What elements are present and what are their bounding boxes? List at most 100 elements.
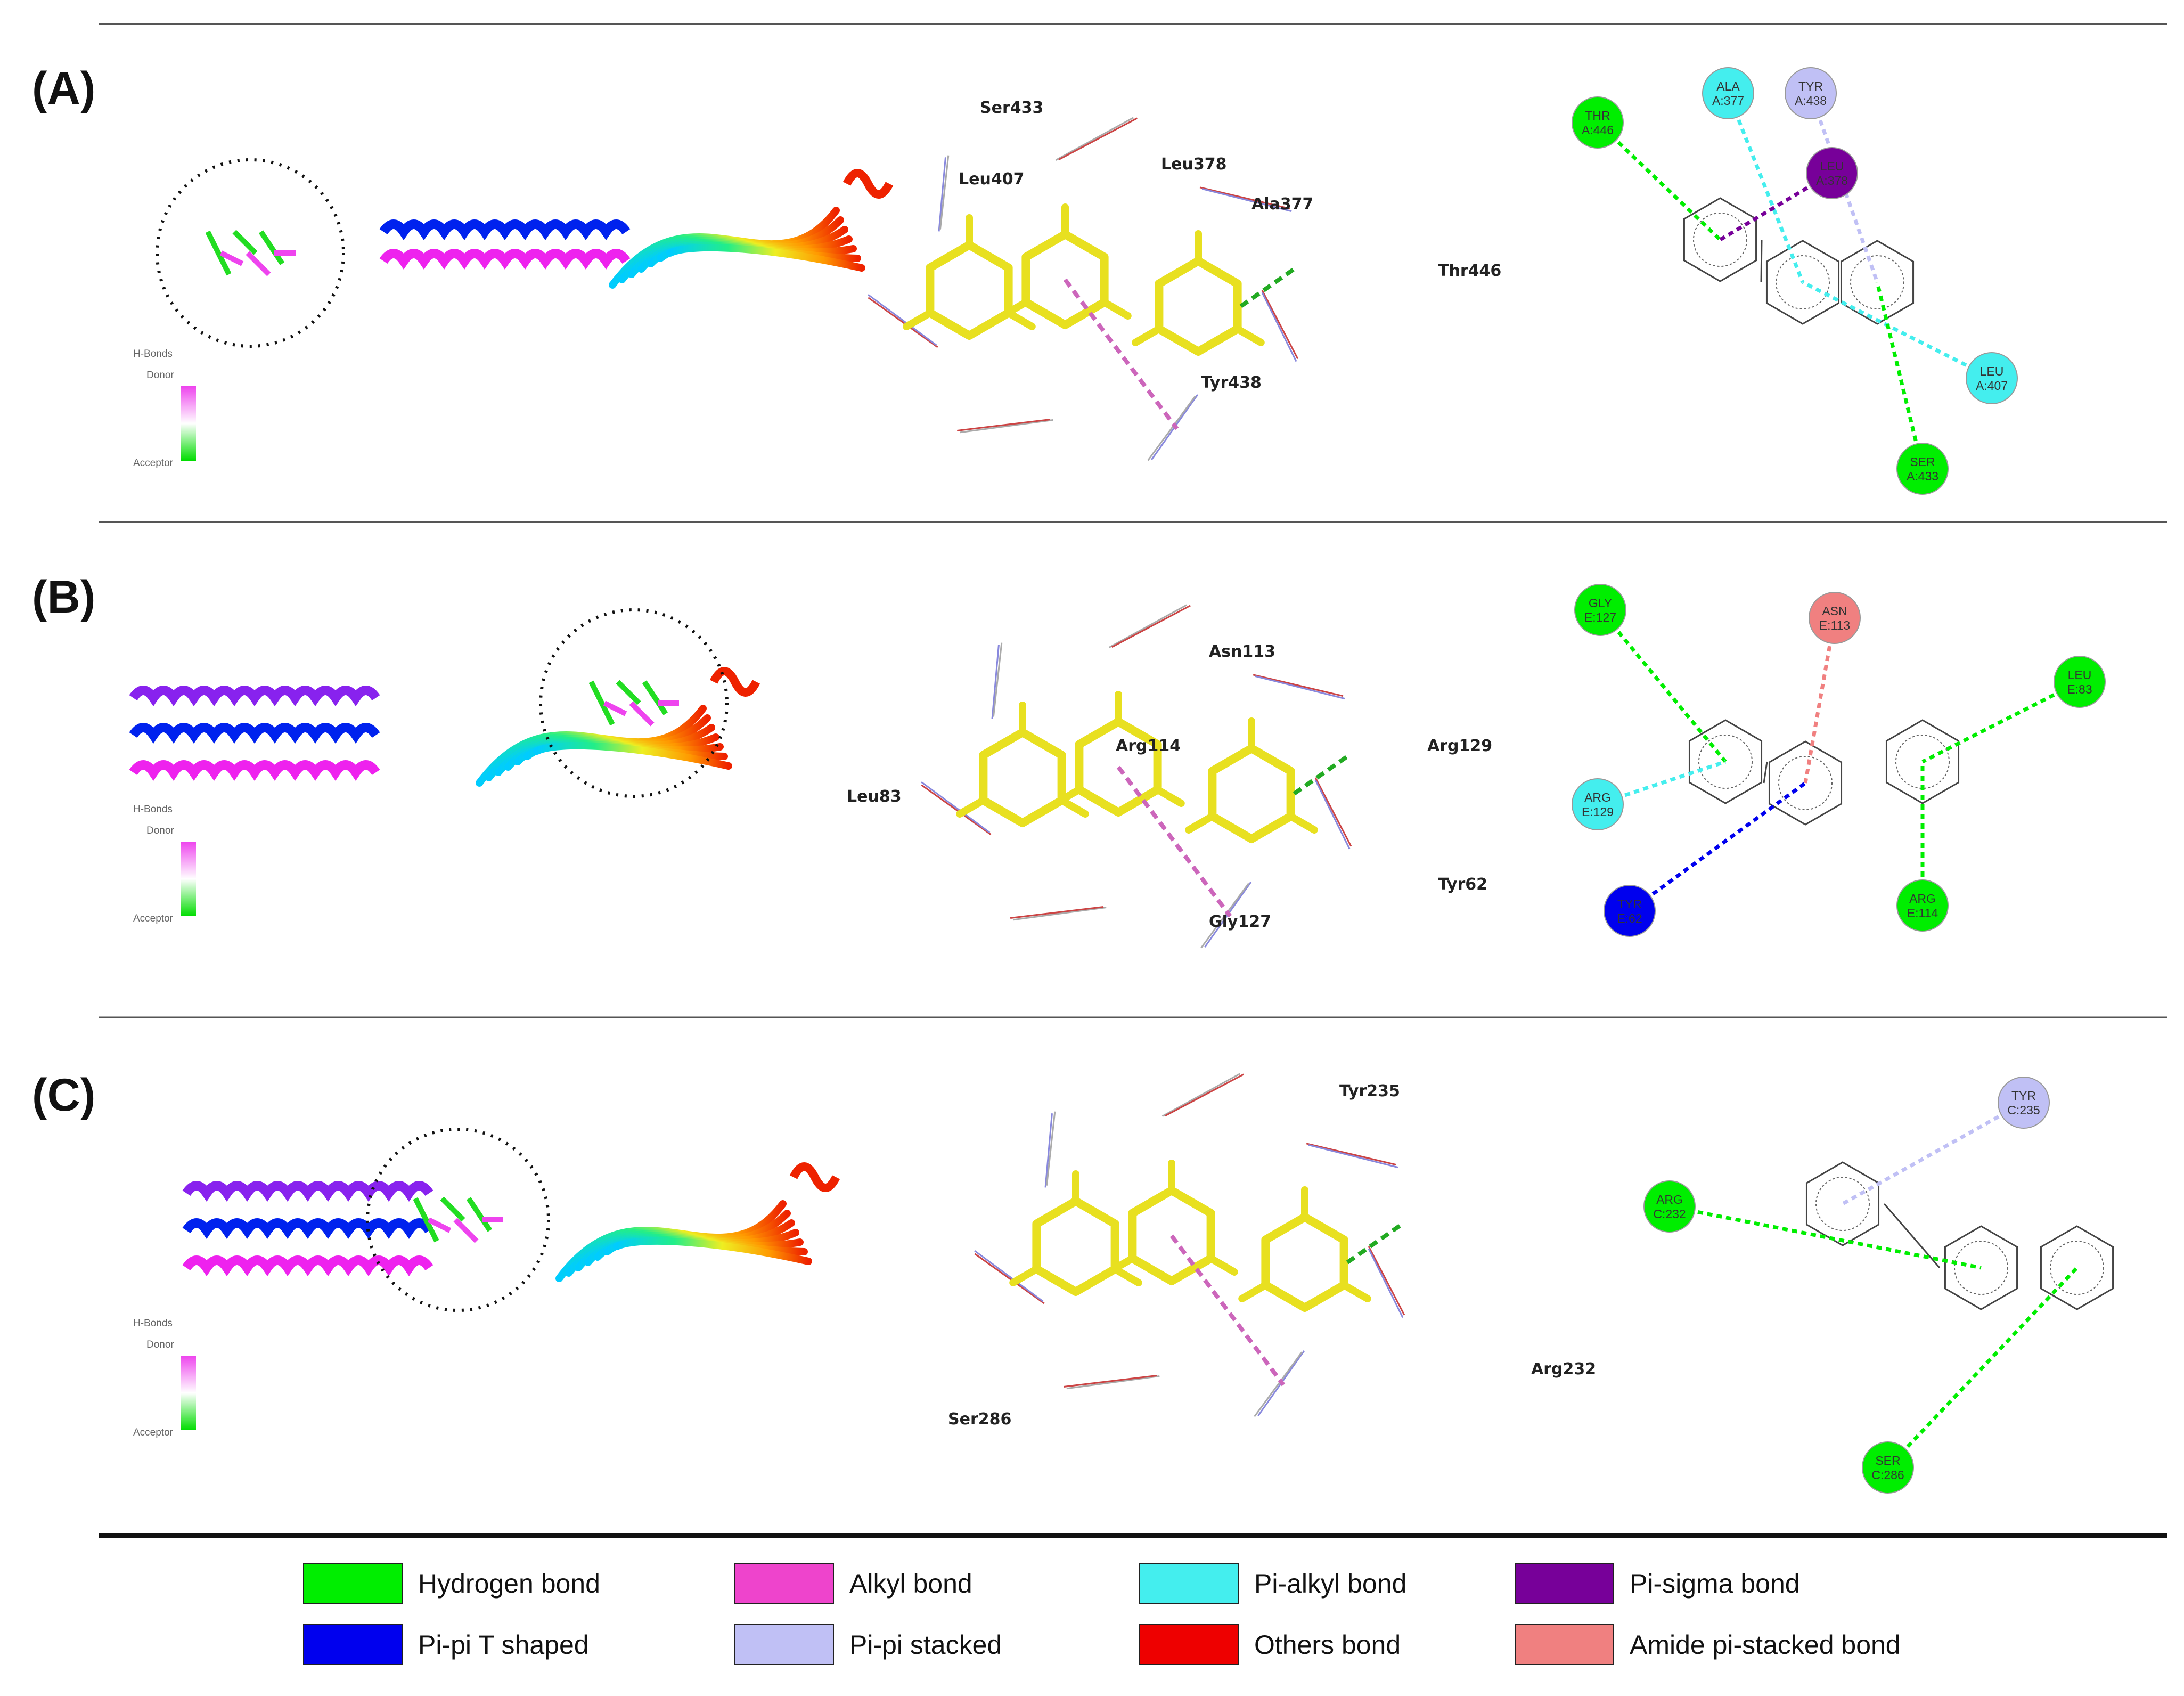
- residue-label-3d: Leu378: [1161, 155, 1226, 174]
- hbond-key-donor: Donor: [146, 1339, 174, 1350]
- residue-wireframe: [1253, 674, 1344, 697]
- hbond-dash-3d: [1293, 754, 1349, 796]
- ring-link-bond: [1760, 239, 1763, 283]
- residue-wireframe: [868, 297, 938, 348]
- ligand-substituent-3d: [1058, 796, 1089, 818]
- residue-wireframe: [1063, 1374, 1157, 1388]
- residue-label-3d: Gly127: [1209, 912, 1271, 931]
- residue-code: LEU: [1820, 159, 1844, 173]
- protein-ribbon-structure: [379, 169, 894, 289]
- residue-chain-number: E:83: [2067, 682, 2092, 696]
- panel-label: (B): [32, 572, 95, 623]
- residue-chain-number: C:235: [2007, 1103, 2040, 1117]
- residue-code: SER: [1875, 1454, 1900, 1467]
- alpha-helix: [182, 1255, 433, 1277]
- residue-code: ARG: [1656, 1193, 1683, 1206]
- alpha-helix: [129, 686, 380, 707]
- docked-ligand-stick: [413, 1197, 439, 1243]
- residue-wireframe: [1308, 1144, 1398, 1169]
- terminal-helix: [709, 667, 760, 697]
- terminal-helix: [789, 1162, 840, 1192]
- ligand-substituent-3d: [1238, 1281, 1270, 1302]
- legend-swatch: [303, 1624, 403, 1665]
- legend-label: Pi-pi stacked: [849, 1630, 1002, 1660]
- protein-ribbon-structure: [129, 667, 760, 787]
- residue-label-3d: Ser433: [980, 99, 1043, 117]
- interaction-dash-2d: [1921, 680, 2081, 764]
- residue-wireframe: [1111, 605, 1191, 648]
- residue-wireframe: [991, 645, 1000, 719]
- interaction-dash-2d: [1875, 282, 1925, 469]
- residue-disc-fill: [2054, 656, 2106, 708]
- residue-disc-fill: [1896, 879, 1949, 932]
- ligand-substituent-3d: [1340, 1281, 1371, 1302]
- legend-item: Pi-pi stacked: [734, 1624, 1002, 1665]
- residue-disc-fill: [1862, 1441, 1914, 1494]
- residue-code: LEU: [2068, 668, 2092, 682]
- residue-wireframe: [1044, 1113, 1053, 1188]
- ligand-ring-3d: [1155, 257, 1242, 356]
- ligand-substituent-3d: [1185, 812, 1216, 834]
- docked-ligand-stick: [427, 1217, 452, 1233]
- residue-wireframe: [974, 1250, 1044, 1302]
- legend-label: Others bond: [1254, 1630, 1401, 1660]
- ring-link-bond: [1883, 1203, 1941, 1268]
- alpha-helix: [129, 723, 380, 744]
- hbond-dash-3d: [1239, 267, 1296, 308]
- hbond-key-title: H-Bonds: [133, 348, 173, 360]
- hbond-key-acceptor: Acceptor: [133, 913, 174, 924]
- residue-code: TYR: [1798, 79, 1823, 93]
- docked-ligand-stick: [258, 230, 285, 265]
- residue-code: GLY: [1589, 596, 1612, 610]
- residue-wireframe: [1201, 188, 1292, 213]
- hbond-key-donor: Donor: [146, 370, 174, 381]
- alpha-helix: [379, 219, 631, 241]
- residue-disc-fill: [1604, 885, 1656, 937]
- docked-ligand-stick: [588, 680, 615, 726]
- ligand-ring-3d: [926, 241, 1013, 340]
- ligand-substituent-3d: [1052, 786, 1083, 807]
- residue-wireframe: [1013, 906, 1107, 921]
- residue-disc-fill: [1702, 67, 1754, 119]
- residue-label-3d: Leu407: [959, 170, 1024, 189]
- residue-wireframe: [1368, 1246, 1405, 1316]
- ligand-substituent-3d: [1132, 325, 1163, 346]
- residue-wireframe: [1255, 675, 1345, 700]
- legend-swatch: [1515, 1563, 1614, 1604]
- residue-disc-fill: [1574, 584, 1626, 636]
- residue-code: ALA: [1716, 79, 1740, 93]
- interaction-dash-2d: [1842, 1100, 2025, 1206]
- legend-item: Pi-pi T shaped: [303, 1624, 589, 1665]
- residue-wireframe: [1314, 779, 1351, 850]
- legend-swatch: [734, 1624, 834, 1665]
- residue-code: ARG: [1909, 892, 1936, 906]
- ligand-ring-3d: [1021, 230, 1109, 329]
- ligand-ring-2d: [1944, 1225, 2018, 1310]
- legend-swatch: [734, 1563, 834, 1604]
- beta-strand: [613, 1237, 812, 1265]
- residue-chain-number: C:232: [1653, 1207, 1686, 1221]
- legend-swatch: [1515, 1624, 1614, 1665]
- hbond-gradient-bar: [181, 386, 196, 461]
- beta-strand: [533, 741, 732, 770]
- residue-wireframe: [1058, 117, 1138, 161]
- docked-ligand-stick: [219, 250, 244, 266]
- residue-label-3d: Arg129: [1427, 737, 1492, 755]
- docked-ligand-stick: [232, 230, 258, 255]
- residue-chain-number: E:114: [1907, 906, 1938, 920]
- legend-item: Pi-alkyl bond: [1139, 1563, 1406, 1604]
- docked-ligand-stick: [205, 230, 232, 276]
